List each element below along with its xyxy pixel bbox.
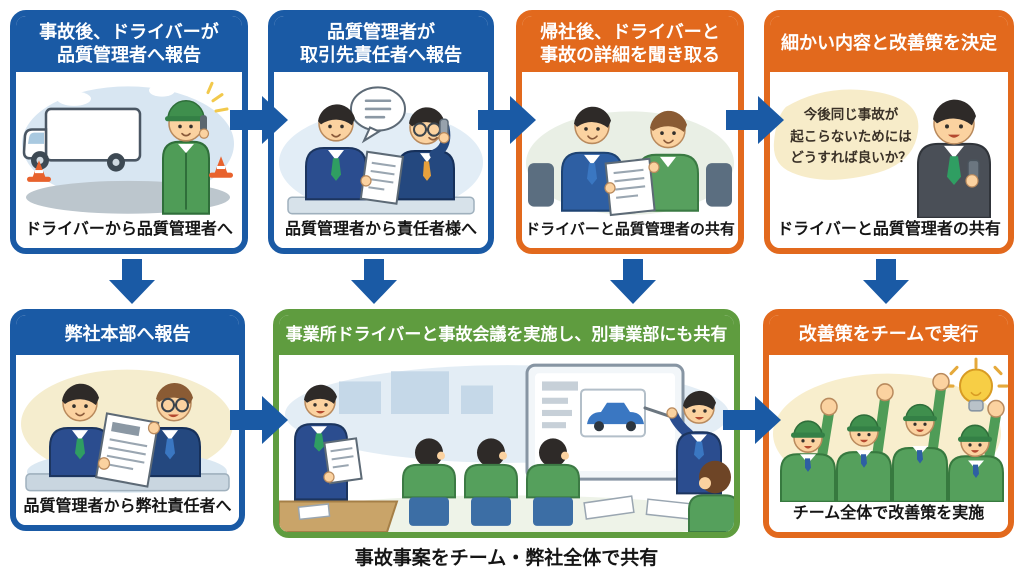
right-arrow-icon xyxy=(723,396,781,444)
panel-driver-interview: 帰社後、ドライバーと 事故の詳細を聞き取る xyxy=(516,10,744,254)
panel-header: 細かい内容と改善策を決定 xyxy=(770,16,1008,72)
panel-caption: ドライバーと品質管理者の共有 xyxy=(522,219,738,248)
panel-accident-meeting: 事業所ドライバーと事故会議を実施し、別事業部にも共有 xyxy=(273,309,740,538)
panel-illustration-area xyxy=(769,355,1008,502)
panel-header: 事故後、ドライバーが 品質管理者へ報告 xyxy=(16,16,242,72)
panel-quality-manager-client-report: 品質管理者が 取引先責任者へ報告 xyxy=(268,10,494,254)
panel-header: 帰社後、ドライバーと 事故の詳細を聞き取る xyxy=(522,16,738,72)
panel-caption: ドライバーから品質管理者へ xyxy=(16,217,242,248)
panel-illustration-area xyxy=(274,72,488,218)
right-arrow-icon xyxy=(726,96,784,144)
panel-header: 弊社本部へ報告 xyxy=(16,315,239,355)
panel-caption: ドライバーと品質管理者の共有 xyxy=(770,217,1008,248)
panel-header: 改善策をチームで実行 xyxy=(769,315,1008,355)
lightbulb-rays xyxy=(943,357,1008,388)
panel-illustration-area: 今後同じ事故が 起こらないためには どうすれば良いか？ xyxy=(770,72,1008,218)
managers-phone-call-illustration xyxy=(279,86,483,215)
thinking-manager-illustration xyxy=(773,89,991,218)
thought-bubble-text: 今後同じ事故が 起こらないためには どうすれば良いか？ xyxy=(790,107,912,166)
down-arrow-icon xyxy=(863,259,909,304)
handing-report-illustration xyxy=(21,369,233,493)
panel-caption: 品質管理者から責任者様へ xyxy=(274,217,488,248)
panel-illustration-area xyxy=(522,72,738,219)
down-arrow-icon xyxy=(351,259,397,304)
diagram-footer-caption: 事故事案をチーム・弊社全体で共有 xyxy=(354,548,659,569)
panel-illustration-area xyxy=(16,72,242,218)
down-arrow-icon xyxy=(109,259,155,304)
driver-interview-illustration xyxy=(526,106,734,217)
lightbulb-icon xyxy=(959,368,993,404)
panel-illustration-area xyxy=(16,355,239,495)
panel-execute-improvements: 改善策をチームで実行 xyxy=(763,309,1014,538)
panel-header: 事業所ドライバーと事故会議を実施し、別事業部にも共有 xyxy=(279,315,734,355)
accident-meeting-illustration xyxy=(279,363,734,532)
down-arrow-icon xyxy=(610,259,656,304)
team-cheering-illustration xyxy=(773,357,1008,502)
panel-decide-improvements: 細かい内容と改善策を決定 今後同じ事故が 起こらないためには どうすれば良いか？… xyxy=(764,10,1014,254)
right-arrow-icon xyxy=(478,96,536,144)
panel-header: 品質管理者が 取引先責任者へ報告 xyxy=(274,16,488,72)
panel-report-to-headquarters: 弊社本部へ報告 xyxy=(10,309,245,531)
truck-driver-phone-illustration xyxy=(22,81,234,215)
right-arrow-icon xyxy=(230,396,288,444)
right-arrow-icon xyxy=(230,96,288,144)
panel-driver-accident-report: 事故後、ドライバーが 品質管理者へ報告 xyxy=(10,10,248,254)
panel-illustration-area xyxy=(279,355,734,532)
panel-caption: 品質管理者から弊社責任者へ xyxy=(16,494,239,525)
panel-caption: チーム全体で改善策を実施 xyxy=(769,501,1008,532)
